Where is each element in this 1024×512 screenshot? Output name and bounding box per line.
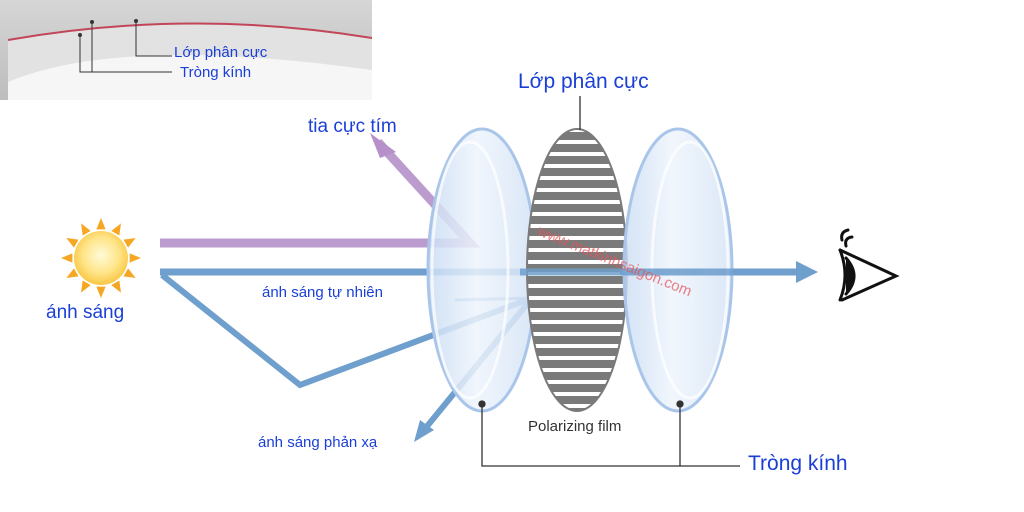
reflected-arrowhead — [414, 420, 434, 442]
film-stripe — [527, 372, 627, 380]
uv-beam — [160, 138, 481, 248]
sun-ray — [66, 268, 79, 278]
label-natural-light: ánh sáng tự nhiên — [262, 284, 383, 301]
film-stripe — [527, 216, 627, 224]
film-stripe — [527, 360, 627, 368]
film-stripe — [527, 264, 627, 272]
sun-ray — [66, 238, 79, 248]
label-light: ánh sáng — [46, 302, 125, 323]
film-stripe — [527, 132, 627, 140]
sun-ray — [123, 238, 136, 248]
sun-ray — [61, 253, 73, 263]
film-stripe — [527, 240, 627, 248]
inset-label-polarizing-layer: Lớp phân cực — [174, 44, 268, 61]
natural-light-arrowhead — [796, 261, 818, 283]
label-polarizing-film: Polarizing film — [528, 418, 622, 435]
front-lens — [426, 127, 538, 413]
sun-ray — [81, 280, 91, 293]
sun-ray — [129, 253, 141, 263]
label-reflected-light: ánh sáng phản xạ — [258, 434, 378, 451]
sun-ray — [81, 223, 91, 236]
sun-icon — [61, 218, 141, 298]
uv-arrowhead — [370, 133, 396, 158]
film-stripe — [527, 312, 627, 320]
sun-ray — [123, 268, 136, 278]
film-stripe — [527, 156, 627, 164]
film-stripe — [527, 408, 627, 411]
film-stripe — [527, 348, 627, 356]
film-stripe — [527, 144, 627, 152]
film-stripe — [527, 204, 627, 212]
sun-ray — [96, 286, 106, 298]
sun-ray — [111, 280, 121, 293]
eye-icon — [838, 228, 900, 302]
film-stripe — [527, 252, 627, 260]
inset-leaders — [78, 19, 172, 73]
film-stripe — [527, 276, 627, 284]
film-stripe — [527, 180, 627, 188]
film-stripe — [527, 228, 627, 236]
film-stripe — [527, 384, 627, 392]
label-polarizing-layer: Lớp phân cực — [518, 70, 649, 93]
label-lens: Tròng kính — [748, 452, 848, 475]
film-stripe — [527, 168, 627, 176]
sun-ray — [111, 223, 121, 236]
sun-ray — [96, 218, 106, 230]
film-stripe — [527, 288, 627, 296]
film-stripe — [527, 192, 627, 200]
polarizing-film — [526, 128, 628, 412]
film-stripe — [527, 396, 627, 404]
inset-label-lens: Tròng kính — [180, 64, 252, 81]
label-uv-rays: tia cực tím — [308, 116, 397, 137]
film-stripe — [527, 324, 627, 332]
film-stripe — [527, 300, 627, 308]
film-stripe — [527, 336, 627, 344]
inset-panel — [0, 0, 372, 100]
leader-lines — [478, 96, 740, 467]
